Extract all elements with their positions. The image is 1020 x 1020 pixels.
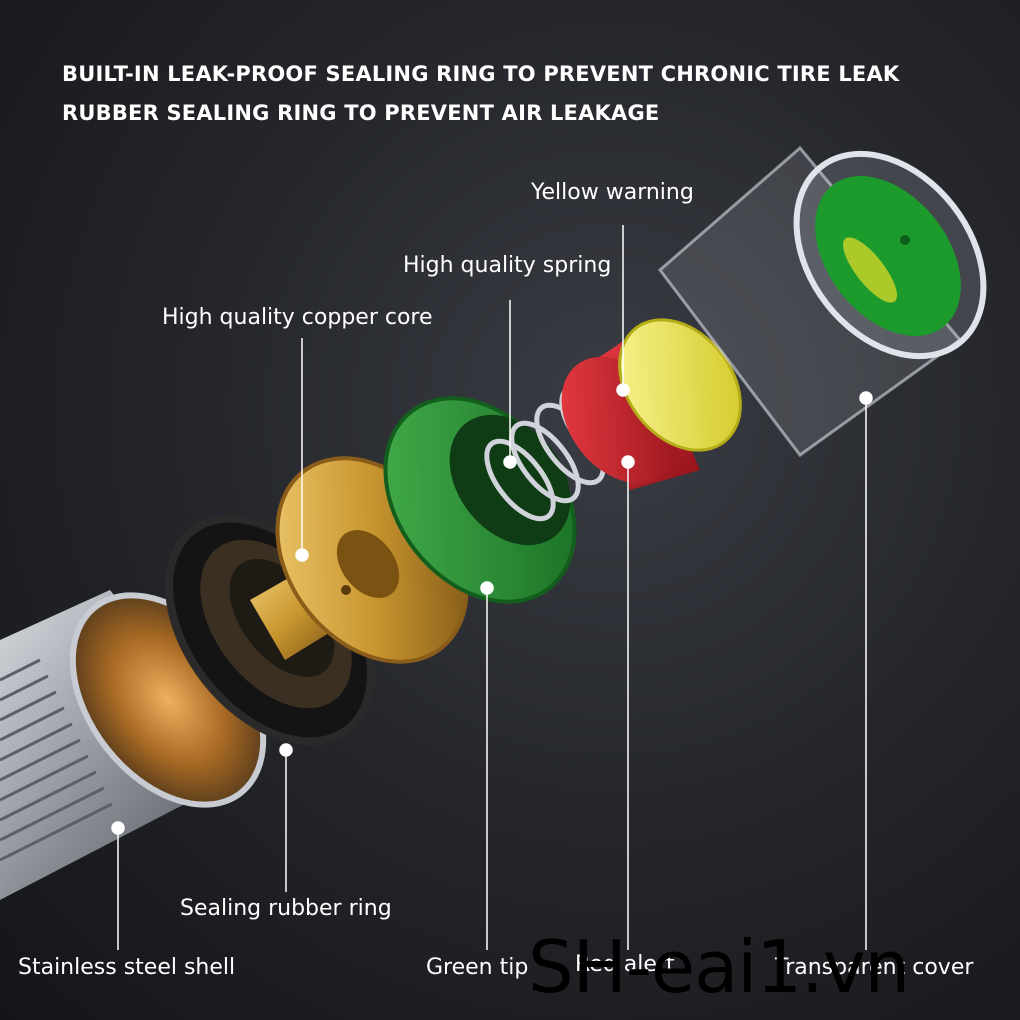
label-steel-shell: Stainless steel shell [18, 955, 236, 980]
label-red-alert: Red alert [575, 952, 675, 977]
label-transparent-cover: Transparent cover [775, 955, 974, 980]
headline-line-1: BUILT-IN LEAK-PROOF SEALING RING TO PREV… [62, 62, 900, 86]
copper-core-part [250, 456, 469, 664]
headline-line-2: RUBBER SEALING RING TO PREVENT AIR LEAKA… [62, 101, 660, 125]
label-sealing-ring: Sealing rubber ring [180, 896, 392, 921]
green-tip-part [383, 396, 577, 604]
label-spring: High quality spring [403, 253, 612, 278]
watermark: SH-eai1.vn [528, 925, 910, 1009]
transparent-cover-part [657, 145, 987, 458]
leader-lines [111, 225, 873, 950]
label-copper-core: High quality copper core [162, 305, 433, 330]
label-yellow-warning: Yellow warning [531, 180, 694, 205]
red-yellow-indicator-part [561, 318, 742, 490]
label-green-tip: Green tip [426, 955, 529, 980]
